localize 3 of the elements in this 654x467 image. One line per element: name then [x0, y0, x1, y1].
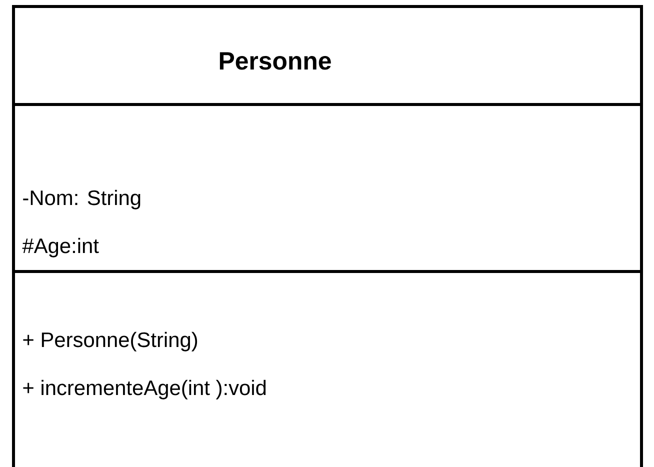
- attributes-compartment: -Nom: String #Age:int: [12, 103, 643, 273]
- methods-compartment: + Personne(String) + incrementeAge(int ):void: [12, 270, 643, 467]
- class-name-compartment: Personne: [12, 5, 643, 106]
